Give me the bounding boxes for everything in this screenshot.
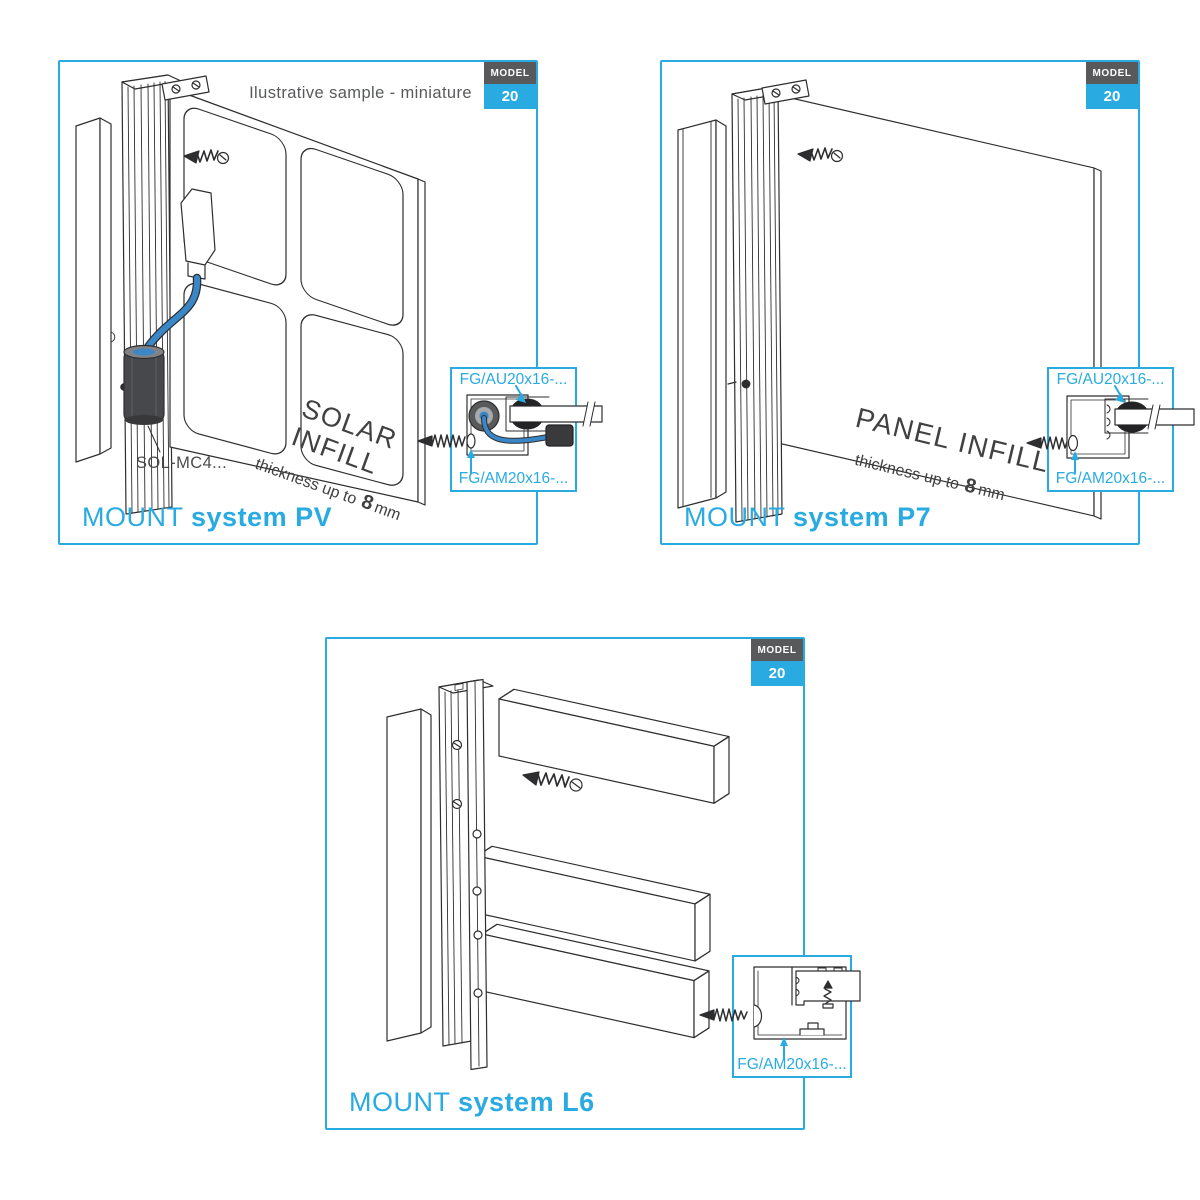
panel-title: MOUNT system P7 [684,502,932,532]
rail-hole [472,886,482,896]
gasket [512,422,542,430]
p7-illustration [677,79,1102,523]
cross-section-inset: FG/AU20x16-... FG/AM20x16-... [417,367,603,492]
part-label-top: FG/AU20x16-... [1056,371,1165,388]
pv-illustration [75,74,426,515]
gasket [1117,401,1147,409]
model-badge-label: MODEL [1086,62,1138,84]
model-badge: MODEL 20 [1086,62,1138,109]
part-label-bottom: FG/AM20x16-... [737,1056,847,1073]
connector-block [545,424,574,447]
arrow-icon [1115,393,1125,403]
model-badge: MODEL 20 [484,62,536,109]
lamella-slat [498,688,730,804]
screw-icon [183,149,230,165]
screw-port [1067,434,1079,452]
rail-hole [473,930,483,940]
panel-mount-system-l6: MODEL 20 [325,637,861,1130]
screw-icon [699,1008,748,1022]
castellation [817,967,843,972]
break-mark [582,401,596,427]
cross-section-inset: FG/AM20x16-... [699,955,861,1078]
model-badge-number: 20 [484,84,536,109]
model-badge-label: MODEL [484,62,536,84]
interlock-hooks [1106,404,1111,440]
cable [145,275,201,350]
cross-section-drawing [1026,385,1195,474]
bottom-tab [799,1022,825,1036]
screw-icon [797,147,844,163]
clamp-bracket [161,75,210,101]
cable [482,416,550,443]
mounting-rail [727,85,792,523]
mc4-connector [123,344,165,425]
model-badge-number: 20 [1086,84,1138,109]
rail-hole [473,988,483,998]
screw-port [466,433,476,449]
arrow-icon [780,1037,788,1046]
arrow-icon [516,393,526,403]
sol-mc4-label: SOL-MC4... [136,454,228,472]
cross-section-drawing [417,385,603,474]
rail-bolt [741,379,751,389]
panel-edge [509,405,603,423]
infill-panel [764,91,1102,520]
sample-note: Ilustrative sample - miniature [249,84,472,102]
leader-line [147,425,161,453]
gasket [1117,425,1147,433]
screw-icon [1026,436,1069,450]
screw-port [753,1004,763,1028]
cover-profile [677,119,727,509]
panel-mount-system-p7: MODEL 20 PANEL INFILL thickness up to8mm [660,60,1195,545]
model-badge-number: 20 [751,661,803,686]
clamp-bracket [761,79,810,105]
break-mark [1147,404,1161,430]
arrow-icon [1071,451,1079,460]
panel-title: MOUNT system PV [82,502,333,532]
interlock-hooks [795,976,800,997]
panel-title: MOUNT system L6 [349,1087,595,1117]
model-badge: MODEL 20 [751,639,803,686]
l6-illustration [386,678,730,1071]
part-label-bottom: FG/AM20x16-... [1055,470,1166,487]
cover-profile [386,708,432,1042]
panel-mount-system-pv: MODEL 20 Ilustrative sample - miniature … [58,60,603,545]
lamella-slat [481,923,710,1039]
rail-hole [472,829,482,839]
model-badge-label: MODEL [751,639,803,661]
screw-icon [522,771,583,792]
part-label-top: FG/AU20x16-... [459,371,568,388]
cover-profile [75,117,116,463]
small-screw-icon [822,980,834,1009]
screw-icon [417,434,466,448]
part-label-bottom: FG/AM20x16-... [458,470,569,487]
cross-section-drawing [699,966,861,1060]
cross-section-inset: FG/AU20x16-... FG/AM20x16-... [1026,367,1195,492]
arrow-icon [467,449,475,458]
mounting-rail [438,678,494,1071]
